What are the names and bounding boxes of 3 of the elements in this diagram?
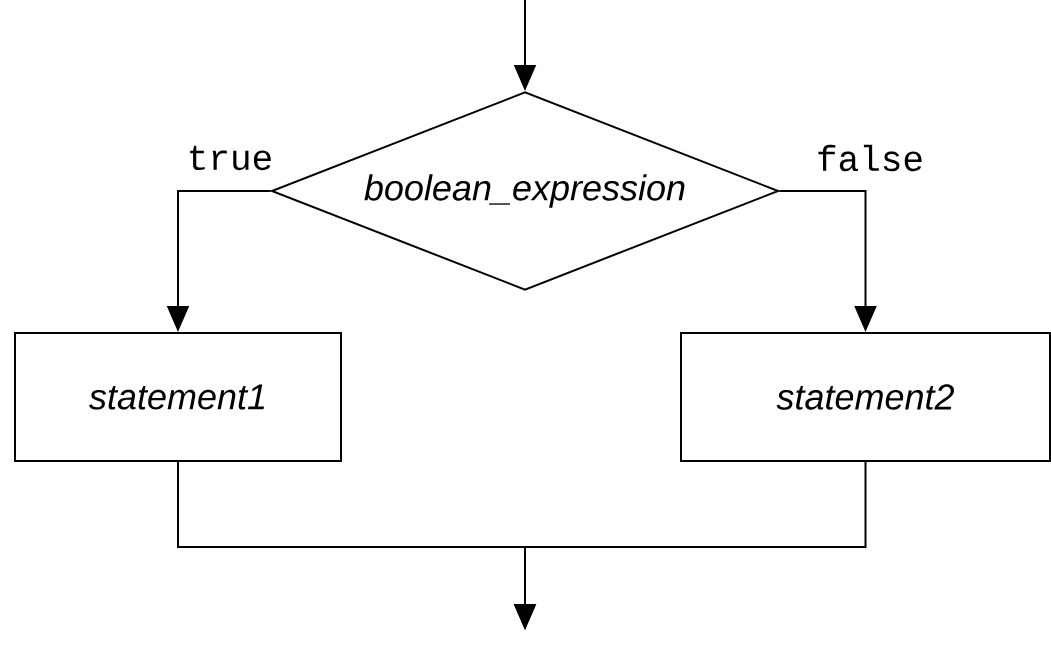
edge-label: false — [814, 142, 926, 174]
process-box: statement2 — [680, 332, 1051, 462]
process-box: statement1 — [14, 332, 342, 462]
